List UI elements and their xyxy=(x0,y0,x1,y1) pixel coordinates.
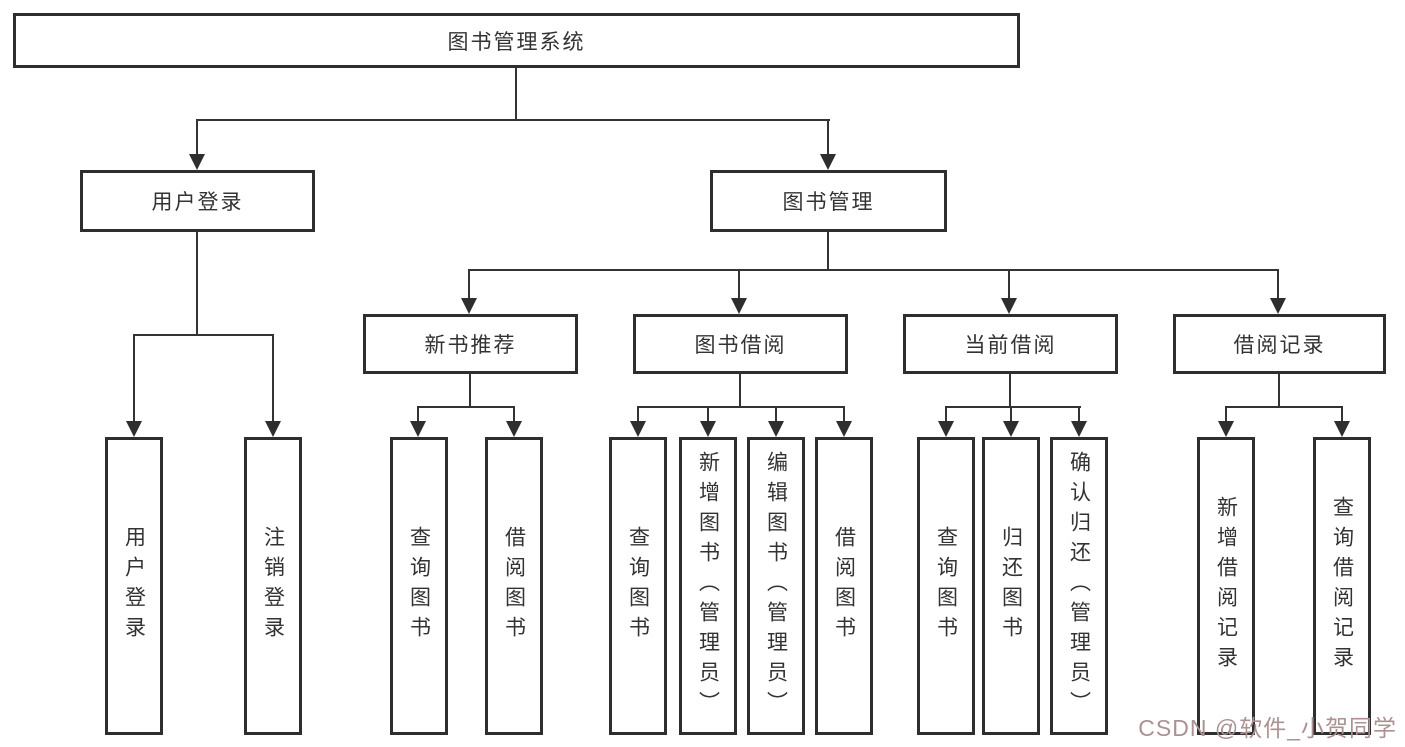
leaf-bb-query: 查询图书 xyxy=(609,437,667,735)
node-book-borrow-label: 图书借阅 xyxy=(694,334,787,357)
connector-line xyxy=(468,269,1279,271)
leaf-bb-add: 新增图书（管理员） xyxy=(679,437,737,735)
connector-line xyxy=(468,269,470,300)
connector-line xyxy=(417,406,419,423)
arrow-down-icon xyxy=(1334,421,1350,437)
connector-line xyxy=(272,334,274,423)
connector-line xyxy=(1009,374,1011,407)
arrow-down-icon xyxy=(506,421,522,437)
connector-line xyxy=(196,119,830,121)
connector-line xyxy=(196,232,198,336)
leaf-cb-confirm-label: 确认归还（管理员） xyxy=(1067,451,1091,721)
node-root: 图书管理系统 xyxy=(13,13,1020,68)
connector-line xyxy=(738,269,740,300)
node-current-borrow-label: 当前借阅 xyxy=(964,334,1057,357)
arrow-down-icon xyxy=(1071,421,1087,437)
connector-line xyxy=(637,406,845,408)
leaf-nb-borrow: 借阅图书 xyxy=(485,437,543,735)
leaf-bb-edit: 编辑图书（管理员） xyxy=(747,437,805,735)
connector-line xyxy=(133,334,135,423)
leaf-logout-label: 注销登录 xyxy=(261,526,285,646)
connector-line xyxy=(1278,374,1280,407)
connector-line xyxy=(196,119,198,156)
connector-line xyxy=(1078,406,1080,423)
connector-line xyxy=(1277,269,1279,300)
leaf-bb-query-label: 查询图书 xyxy=(626,526,650,646)
arrow-down-icon xyxy=(1003,421,1019,437)
leaf-user-login-label: 用户登录 xyxy=(122,526,146,646)
leaf-user-login: 用户登录 xyxy=(105,437,163,735)
node-user-login: 用户登录 xyxy=(80,170,315,232)
arrow-down-icon xyxy=(189,154,205,170)
arrow-down-icon xyxy=(700,421,716,437)
node-book-mgmt: 图书管理 xyxy=(710,170,947,232)
node-book-mgmt-label: 图书管理 xyxy=(782,191,875,214)
leaf-br-query-label: 查询借阅记录 xyxy=(1330,496,1354,676)
leaf-logout: 注销登录 xyxy=(244,437,302,735)
arrow-down-icon xyxy=(1270,298,1286,314)
connector-line xyxy=(515,68,517,121)
arrow-down-icon xyxy=(1001,298,1017,314)
connector-line xyxy=(133,334,274,336)
connector-line xyxy=(827,119,829,156)
leaf-nb-query: 查询图书 xyxy=(390,437,448,735)
node-new-book-rec: 新书推荐 xyxy=(363,314,578,374)
leaf-cb-return-label: 归还图书 xyxy=(999,526,1023,646)
connector-line xyxy=(739,374,741,407)
leaf-bb-add-label: 新增图书（管理员） xyxy=(696,451,720,721)
connector-line xyxy=(1008,269,1010,300)
connector-line xyxy=(1225,406,1343,408)
node-user-login-label: 用户登录 xyxy=(151,191,244,214)
connector-line xyxy=(1225,406,1227,423)
arrow-down-icon xyxy=(461,298,477,314)
connector-line xyxy=(1010,406,1012,423)
leaf-nb-query-label: 查询图书 xyxy=(407,526,431,646)
leaf-cb-return: 归还图书 xyxy=(982,437,1040,735)
leaf-br-query: 查询借阅记录 xyxy=(1313,437,1371,735)
node-new-book-rec-label: 新书推荐 xyxy=(424,334,517,357)
leaf-cb-query: 查询图书 xyxy=(917,437,975,735)
leaf-bb-edit-label: 编辑图书（管理员） xyxy=(764,451,788,721)
arrow-down-icon xyxy=(938,421,954,437)
leaf-br-add-label: 新增借阅记录 xyxy=(1214,496,1238,676)
connector-line xyxy=(827,232,829,271)
connector-line xyxy=(775,406,777,423)
connector-line xyxy=(513,406,515,423)
connector-line xyxy=(945,406,1081,408)
arrow-down-icon xyxy=(630,421,646,437)
leaf-cb-confirm: 确认归还（管理员） xyxy=(1050,437,1108,735)
node-book-borrow: 图书借阅 xyxy=(633,314,848,374)
leaf-br-add: 新增借阅记录 xyxy=(1197,437,1255,735)
connector-line xyxy=(469,374,471,407)
arrow-down-icon xyxy=(410,421,426,437)
arrow-down-icon xyxy=(836,421,852,437)
node-current-borrow: 当前借阅 xyxy=(903,314,1118,374)
connector-line xyxy=(707,406,709,423)
arrow-down-icon xyxy=(1218,421,1234,437)
arrow-down-icon xyxy=(820,154,836,170)
arrow-down-icon xyxy=(731,298,747,314)
leaf-nb-borrow-label: 借阅图书 xyxy=(502,526,526,646)
leaf-bb-borrow-label: 借阅图书 xyxy=(832,526,856,646)
arrow-down-icon xyxy=(768,421,784,437)
connector-line xyxy=(1341,406,1343,423)
connector-line xyxy=(843,406,845,423)
connector-line xyxy=(637,406,639,423)
node-borrow-record-label: 借阅记录 xyxy=(1233,334,1326,357)
leaf-bb-borrow: 借阅图书 xyxy=(815,437,873,735)
node-root-label: 图书管理系统 xyxy=(447,30,586,54)
node-borrow-record: 借阅记录 xyxy=(1173,314,1386,374)
arrow-down-icon xyxy=(126,421,142,437)
connector-line xyxy=(945,406,947,423)
csdn-watermark: CSDN @软件_小贺同学 xyxy=(1138,715,1397,741)
leaf-cb-query-label: 查询图书 xyxy=(934,526,958,646)
arrow-down-icon xyxy=(265,421,281,437)
connector-line xyxy=(417,406,515,408)
